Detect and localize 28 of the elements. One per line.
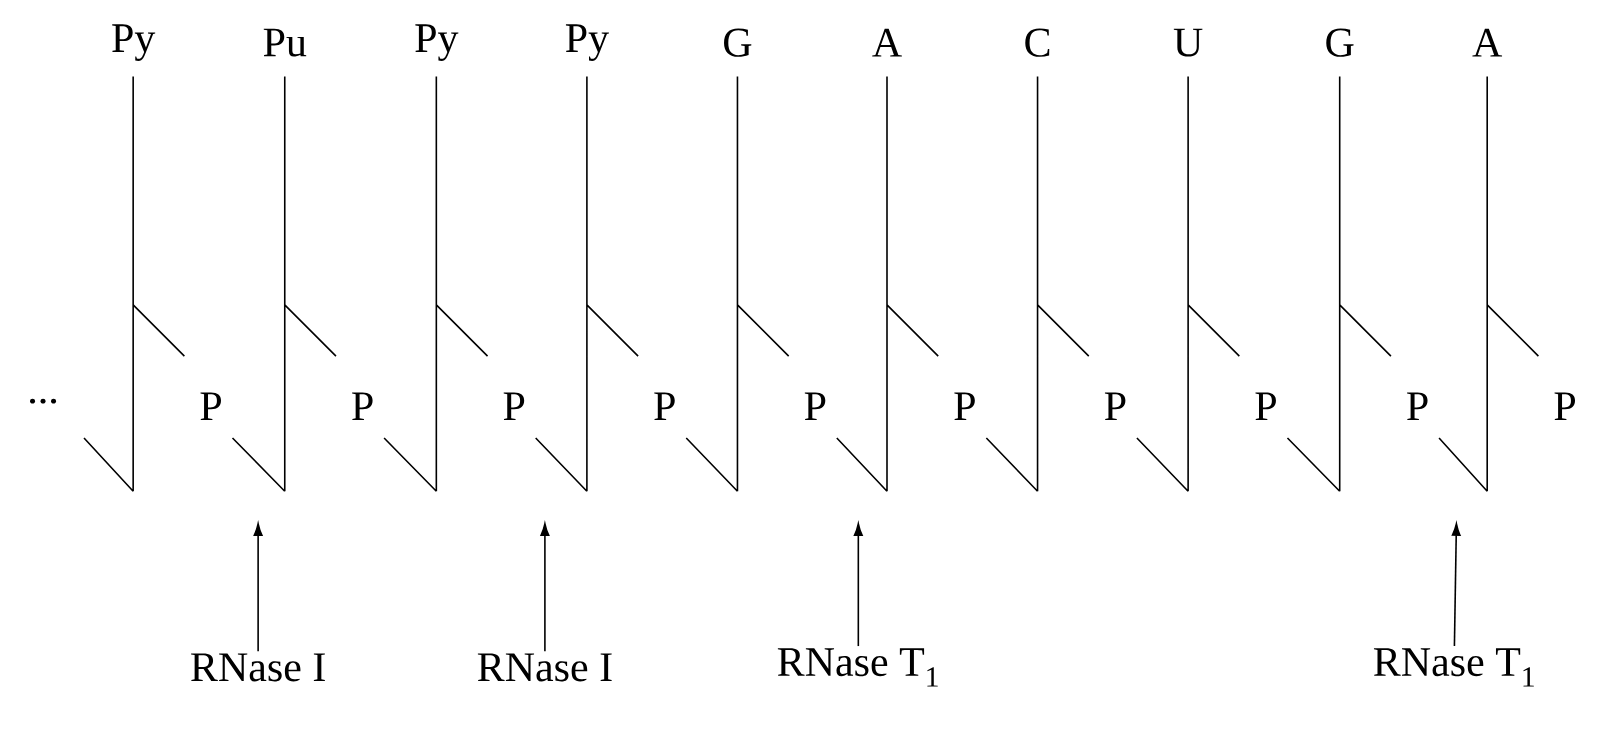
phosphate-label: P — [1104, 392, 1126, 420]
base-label: Py — [415, 24, 459, 61]
base-label: G — [1326, 28, 1354, 57]
phosphate-label: P — [352, 392, 373, 420]
enzyme-label: RNase I — [477, 653, 612, 682]
phosphate-label: P — [1255, 392, 1276, 420]
phosphate-label: P — [503, 392, 525, 420]
enzyme-label: RNase T$_{1}$ — [1373, 648, 1534, 687]
base-label: Pu — [263, 28, 307, 57]
phosphate-label: P — [804, 392, 826, 420]
phosphate-label: P — [200, 392, 221, 420]
phosphate-label: P — [654, 392, 675, 420]
arrow — [253, 523, 263, 653]
enzyme-label: RNase I — [191, 653, 325, 682]
base-label: U — [1173, 28, 1203, 57]
base-label: C — [1025, 28, 1050, 57]
base-label: Py — [565, 24, 609, 61]
base-label: Py — [112, 24, 156, 61]
arrow — [853, 523, 863, 647]
phosphate-label: P — [954, 392, 975, 420]
arrow — [540, 523, 550, 653]
base-label: G — [724, 28, 752, 57]
phosphate-label: P — [1407, 392, 1428, 420]
phosphate-label: P — [1554, 392, 1576, 420]
ellipsis: ... — [30, 398, 56, 404]
base-label: A — [1472, 28, 1503, 57]
base-label: A — [872, 28, 902, 57]
enzyme-label: RNase T$_{1}$ — [777, 648, 938, 687]
